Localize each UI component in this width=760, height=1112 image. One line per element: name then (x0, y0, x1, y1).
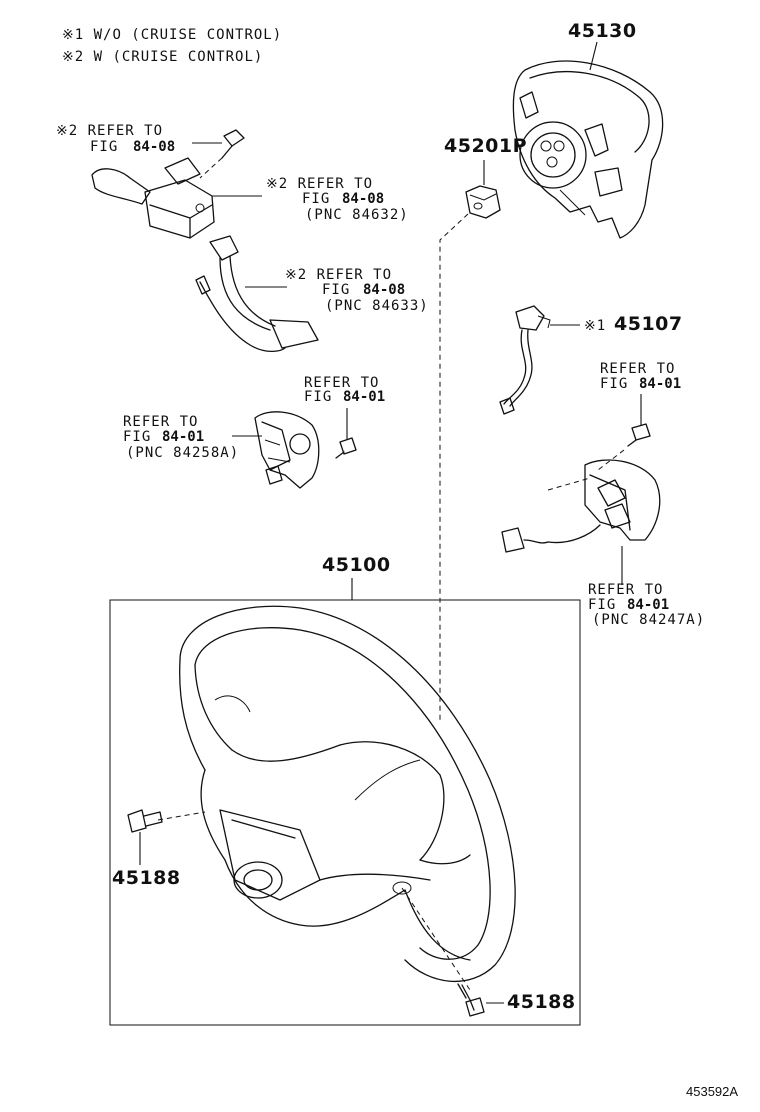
note-without-cruise-control: ※1 W/O (CRUISE CONTROL) (62, 27, 282, 43)
part-number-45201p: 45201P (444, 135, 527, 157)
bolt-45188-left-drawing (127, 809, 163, 833)
part-number-45130: 45130 (568, 20, 637, 42)
note-with-cruise-control: ※2 W (CRUISE CONTROL) (62, 49, 263, 65)
part-number-45107: 45107 (614, 313, 683, 335)
callout-2-pnc: (PNC 84632) (305, 207, 409, 223)
part-number-45188-right: 45188 (507, 991, 576, 1013)
axis-line-screw-3 (597, 449, 625, 471)
callout-4-fig-prefix: FIG (304, 389, 332, 405)
pad-switch-right-drawing (501, 459, 661, 553)
part-number-45100: 45100 (322, 554, 391, 576)
callout-2-refer-to: ※2 REFER TO (266, 176, 373, 192)
callout-6-refer-to: REFER TO (600, 361, 675, 377)
callout-6-fig-number: 84-01 (639, 376, 681, 392)
steering-wheel-drawing (179, 605, 516, 983)
callout-3-refer-to: ※2 REFER TO (285, 267, 392, 283)
part-number-45188-left: 45188 (112, 867, 181, 889)
diagram-code: 453592A (686, 1084, 738, 1099)
callout-3-pnc: (PNC 84633) (325, 298, 429, 314)
screw-3-drawing (627, 423, 651, 447)
callout-2-fig-prefix: FIG (302, 191, 330, 207)
cruise-harness-drawing (195, 235, 319, 353)
airbag-pad-drawing (512, 60, 664, 239)
callout-7-pnc: (PNC 84247A) (592, 612, 705, 628)
callout-7-refer-to: REFER TO (588, 582, 663, 598)
callout-1-refer-to: ※2 REFER TO (56, 123, 163, 139)
callout-5-fig-number: 84-01 (162, 429, 204, 445)
callout-3-fig-number: 84-08 (363, 282, 405, 298)
callout-1-fig-prefix: FIG (90, 139, 118, 155)
callout-5-refer-to: REFER TO (123, 414, 198, 430)
nut-drawing (465, 185, 501, 219)
axis-line-45188-left (157, 811, 206, 821)
cruise-switch-drawing (91, 157, 215, 239)
bolt-45188-right-drawing (457, 983, 485, 1017)
pad-switch-left-drawing (254, 411, 320, 489)
screw-2-drawing (335, 437, 357, 459)
callout-4-fig-number: 84-01 (343, 389, 385, 405)
callout-5-pnc: (PNC 84258A) (126, 445, 239, 461)
callout-1-fig-number: 84-08 (133, 139, 175, 155)
callout-3-fig-prefix: FIG (322, 282, 350, 298)
leader-45130 (589, 41, 598, 71)
callout-5-fig-prefix: FIG (123, 429, 151, 445)
callout-7-fig-prefix: FIG (588, 597, 616, 613)
steering-wheel-frame (109, 599, 581, 1026)
spiral-cable-45107-drawing (499, 305, 551, 415)
axis-line-45201p (439, 213, 469, 720)
callout-6-fig-prefix: FIG (600, 376, 628, 392)
callout-4-refer-to: REFER TO (304, 375, 379, 391)
axis-line-screw-1 (199, 157, 223, 179)
callout-7-fig-number: 84-01 (627, 597, 669, 613)
screw-1-drawing (221, 129, 245, 159)
callout-2-fig-number: 84-08 (342, 191, 384, 207)
axis-line-45188-right (401, 887, 471, 991)
callout-8-mark: ※1 (584, 318, 606, 334)
